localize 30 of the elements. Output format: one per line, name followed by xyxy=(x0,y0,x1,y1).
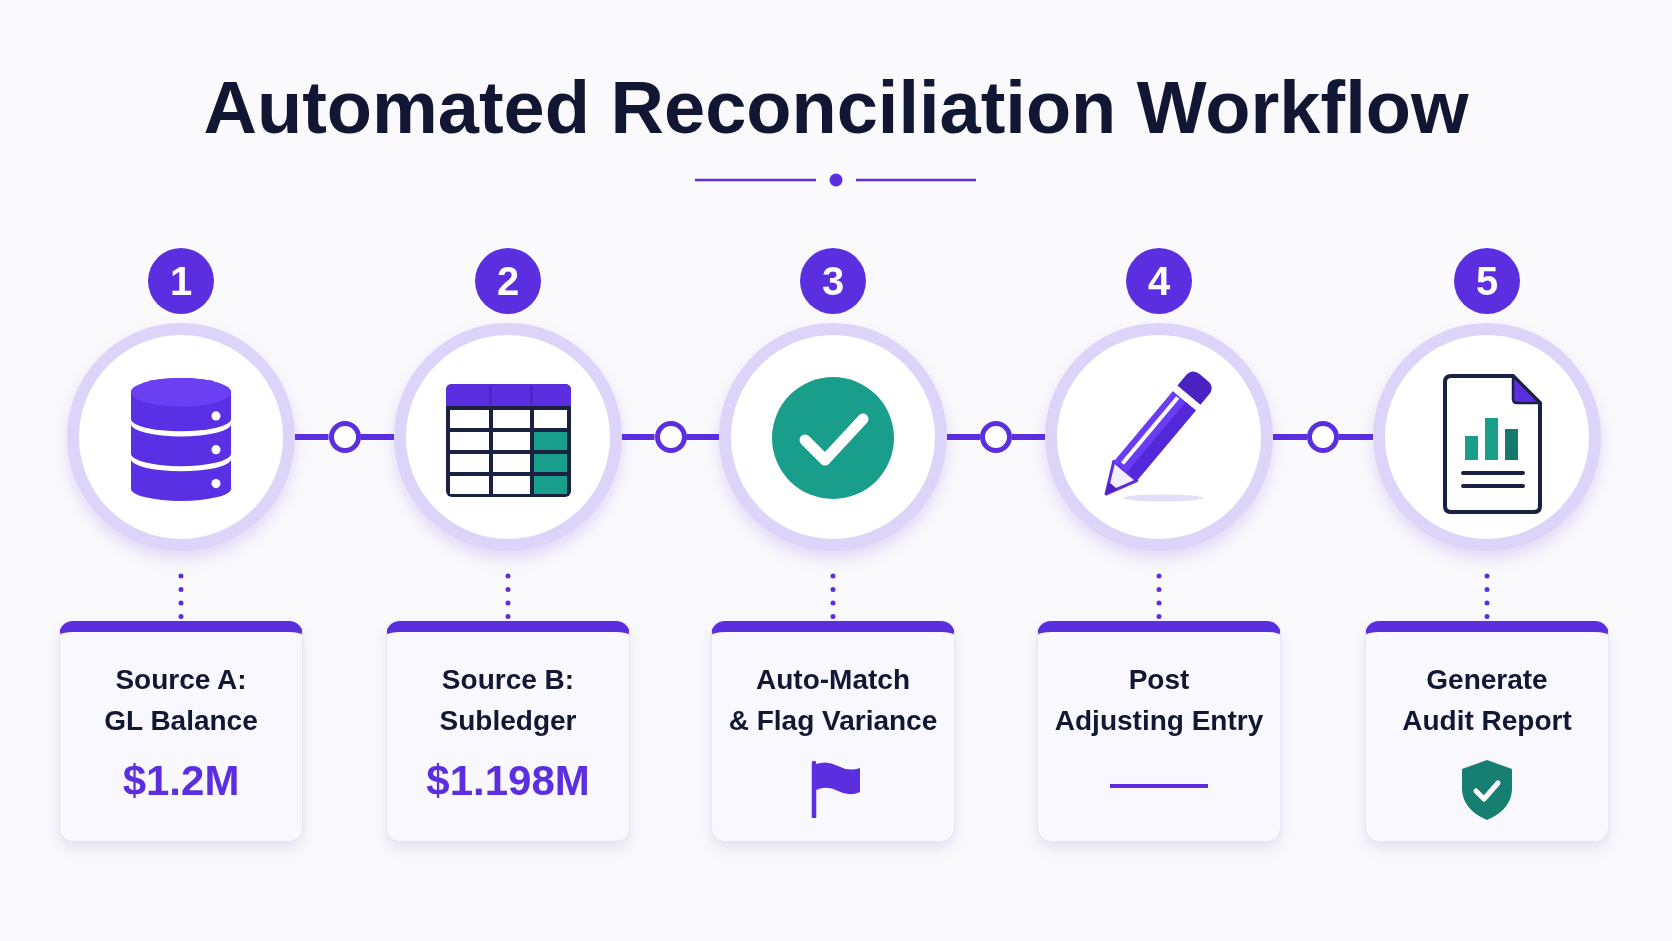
connector-line xyxy=(1339,434,1373,440)
step-number: 2 xyxy=(496,261,520,301)
connector-ring xyxy=(980,421,1012,453)
step-card xyxy=(711,621,955,842)
connector-line xyxy=(1012,434,1045,440)
step-title: Generate Audit Report xyxy=(1402,663,1572,738)
step-card xyxy=(1365,621,1609,842)
connector-ring xyxy=(654,421,687,453)
connector-ring xyxy=(328,421,361,453)
connector-line xyxy=(686,434,719,440)
step-number: 5 xyxy=(1475,261,1499,301)
step-title: Post Adjusting Entry xyxy=(1054,663,1264,738)
step-card xyxy=(59,621,303,842)
step-card xyxy=(386,621,630,842)
connector-line xyxy=(360,434,394,440)
connector-ring xyxy=(1307,421,1339,453)
step-card xyxy=(1037,621,1281,842)
amount-value: $1.2M xyxy=(122,756,240,806)
connector-line xyxy=(947,434,980,440)
connector-line xyxy=(622,434,655,440)
step-number: 3 xyxy=(821,261,845,301)
step-title: Source A: GL Balance xyxy=(104,663,258,738)
connector-line xyxy=(295,434,329,440)
step-title: Source B: Subledger xyxy=(439,663,577,738)
connector-line xyxy=(1273,434,1307,440)
amount-value: $1.198M xyxy=(426,756,590,806)
step-number: 4 xyxy=(1147,261,1171,301)
step-number: 1 xyxy=(169,261,193,301)
step-title: Auto-Match & Flag Variance xyxy=(728,663,938,738)
diagram-title: Automated Reconciliation Workflow xyxy=(203,71,1469,145)
